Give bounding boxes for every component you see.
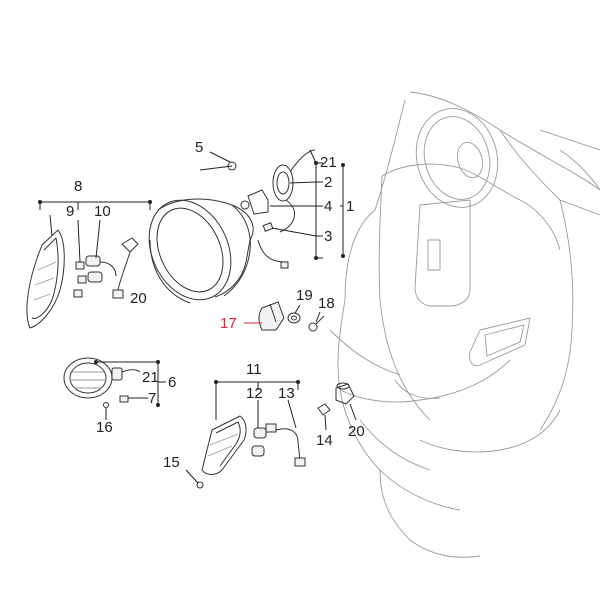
callout-21-mid: 21 xyxy=(142,369,159,386)
front-indicator xyxy=(196,415,306,489)
callout-4: 4 xyxy=(324,198,332,215)
callout-6: 6 xyxy=(168,374,176,391)
callout-18: 18 xyxy=(318,295,335,312)
callout-16: 16 xyxy=(96,419,113,436)
callout-5: 5 xyxy=(195,139,203,156)
left-connector xyxy=(112,237,139,299)
callout-12: 12 xyxy=(246,385,263,402)
callout-labels: 1 2 3 4 5 6 7 8 9 10 11 12 13 14 15 16 1… xyxy=(66,139,365,471)
callout-2: 2 xyxy=(324,174,332,191)
callout-14: 14 xyxy=(316,432,333,449)
callout-19: 19 xyxy=(296,287,313,304)
bracket-17 xyxy=(258,301,285,331)
bulb-assembly xyxy=(227,149,316,269)
callout-17: 17 xyxy=(220,315,237,332)
callout-11: 11 xyxy=(246,361,262,378)
clip-14 xyxy=(317,403,331,416)
round-reflector xyxy=(63,357,141,408)
headlight-housing xyxy=(148,165,254,304)
callout-10: 10 xyxy=(94,203,111,220)
left-lamp-lens xyxy=(26,229,65,329)
callout-20-left: 20 xyxy=(130,290,147,307)
leader-lines xyxy=(38,149,357,484)
callout-15: 15 xyxy=(163,454,180,471)
callout-8: 8 xyxy=(74,178,82,195)
callout-1: 1 xyxy=(346,198,354,215)
scooter-front-body xyxy=(329,91,600,558)
callout-21-top: 21 xyxy=(320,154,337,171)
callout-7: 7 xyxy=(148,390,156,407)
callout-20-right: 20 xyxy=(348,423,365,440)
screw-18 xyxy=(308,315,325,332)
left-bulbs xyxy=(73,255,117,298)
connector-20-right xyxy=(335,382,355,405)
callout-9: 9 xyxy=(66,203,74,220)
callout-3: 3 xyxy=(324,228,332,245)
callout-13: 13 xyxy=(278,385,295,402)
washer-19 xyxy=(287,312,301,324)
